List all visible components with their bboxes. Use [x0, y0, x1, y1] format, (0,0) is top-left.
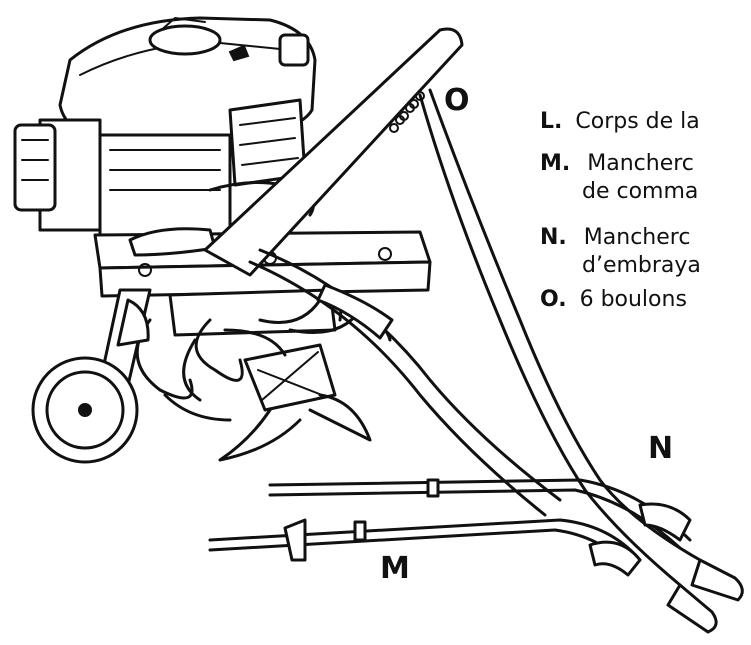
legend-label-m: Mancherc	[587, 151, 694, 176]
legend-key-n: N.	[540, 225, 567, 250]
legend-key-o: O.	[540, 287, 567, 312]
callout-n: N	[648, 431, 673, 466]
legend-label-n: Mancherc	[584, 225, 691, 250]
legend-item-o: O. 6 boulons	[540, 287, 687, 312]
legend-key-l: L.	[540, 109, 562, 134]
legend-item-m-line2: de comma	[582, 179, 698, 204]
callout-o: O	[444, 83, 470, 118]
transport-wheel	[31, 288, 152, 464]
legend-item-l: L. Corps de la	[540, 109, 700, 134]
handlebar-body	[203, 27, 744, 634]
legend-item-n-line2: d’embraya	[582, 253, 701, 278]
tines	[135, 291, 392, 462]
legend: L. Corps de la M. Mancherc de comma N. M…	[540, 109, 701, 312]
engine	[13, 16, 317, 242]
callout-m: M	[380, 551, 410, 586]
frame-plate	[93, 227, 432, 337]
legend-key-m: M.	[540, 151, 570, 176]
legend-label-l: Corps de la	[575, 109, 699, 134]
control-levers	[208, 478, 692, 577]
legend-label-o: 6 boulons	[580, 287, 687, 312]
legend-item-m: M. Mancherc	[540, 151, 694, 176]
legend-item-n: N. Mancherc	[540, 225, 690, 250]
